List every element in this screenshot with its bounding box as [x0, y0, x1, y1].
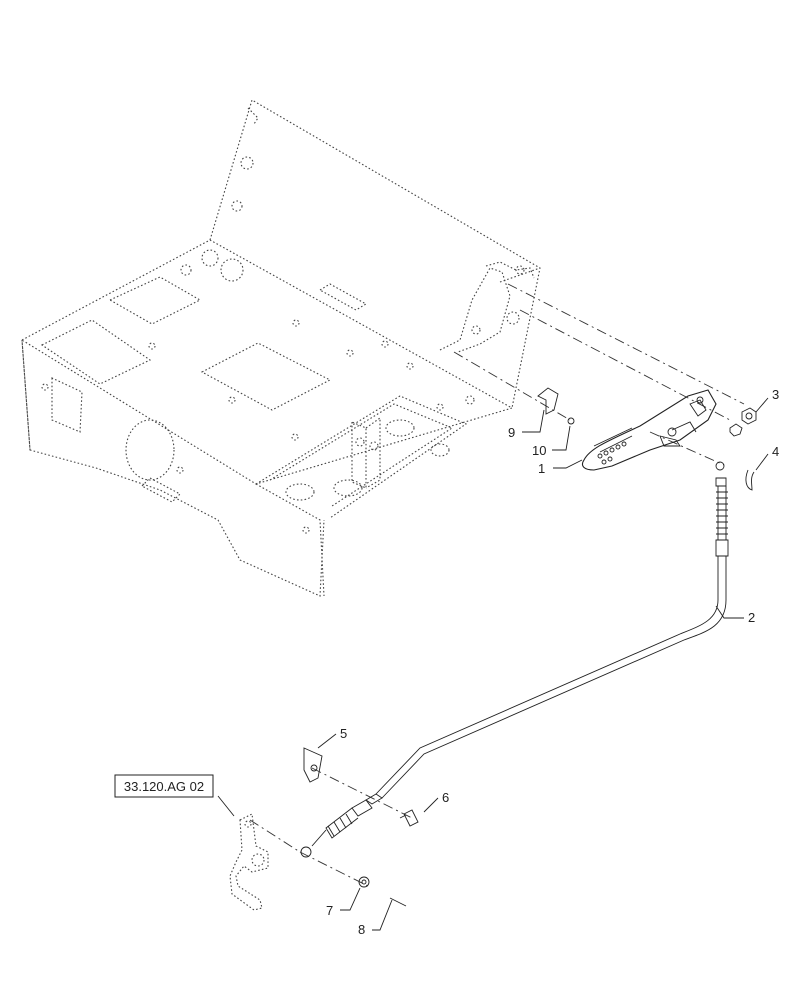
- reference-box-label[interactable]: 33.120.AG 02: [124, 779, 204, 794]
- alignment-lines: [249, 283, 745, 887]
- callout-9: 9: [508, 425, 515, 440]
- clip-part-4: [745, 469, 755, 491]
- callout-10: 10: [532, 443, 546, 458]
- leader-lines: [217, 397, 769, 931]
- pedal-arm: [229, 813, 269, 911]
- bracket-part-5: [303, 747, 323, 783]
- callout-6: 6: [442, 790, 449, 805]
- bolt-part-6: [399, 809, 419, 827]
- callout-2: 2: [748, 610, 755, 625]
- callout-labels: 1 2 3 4 5 6 7 8 9 10: [326, 387, 779, 937]
- callout-7: 7: [326, 903, 333, 918]
- chassis-frame: [21, 99, 541, 597]
- callout-5: 5: [340, 726, 347, 741]
- callout-8: 8: [358, 922, 365, 937]
- callout-1: 1: [538, 461, 545, 476]
- callout-3: 3: [772, 387, 779, 402]
- nut-part-3: [729, 407, 757, 437]
- hand-lever: [581, 389, 717, 471]
- reference-link[interactable]: 33.120.AG 02: [114, 774, 214, 798]
- pin-part-8: [389, 897, 407, 907]
- washer-part-7: [358, 876, 370, 888]
- control-cable: [300, 461, 729, 858]
- callout-4: 4: [772, 444, 779, 459]
- bracket-part-9: [537, 387, 559, 415]
- nut-part-10: [567, 417, 575, 425]
